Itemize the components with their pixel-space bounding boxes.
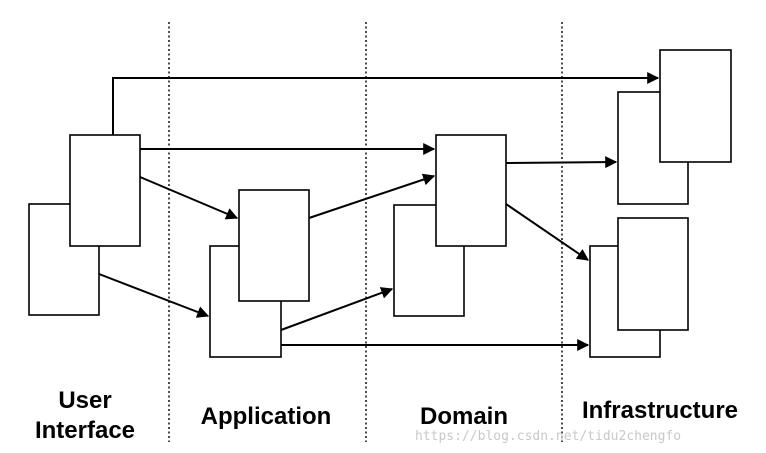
layer-label-user-interface-line1: User	[58, 387, 111, 414]
infrastructure-lower-box-front	[617, 217, 689, 331]
arrow-application-to-domain-front	[308, 173, 436, 219]
layer-label-infrastructure: Infrastructure	[582, 397, 738, 424]
layer-label-user-interface-line2: Interface	[35, 417, 135, 444]
application-box-front	[238, 189, 310, 302]
watermark-url: https://blog.csdn.net/tidu2chengfo	[415, 429, 681, 444]
arrow-ui-to-application-back	[98, 273, 210, 318]
layer-label-domain: Domain	[420, 403, 508, 430]
arrow-ui-to-infrastructure-upper	[112, 72, 660, 135]
arrow-application-to-domain-back	[280, 287, 394, 331]
arrow-domain-to-infrastructure-upper	[505, 156, 618, 169]
infrastructure-upper-box-front	[659, 49, 732, 163]
layer-label-application: Application	[201, 403, 332, 430]
ui-box-front	[69, 134, 141, 247]
arrow-ui-to-application-front	[139, 176, 239, 220]
domain-box-front	[435, 134, 507, 247]
arrow-domain-to-infrastructure-lower	[505, 203, 589, 261]
